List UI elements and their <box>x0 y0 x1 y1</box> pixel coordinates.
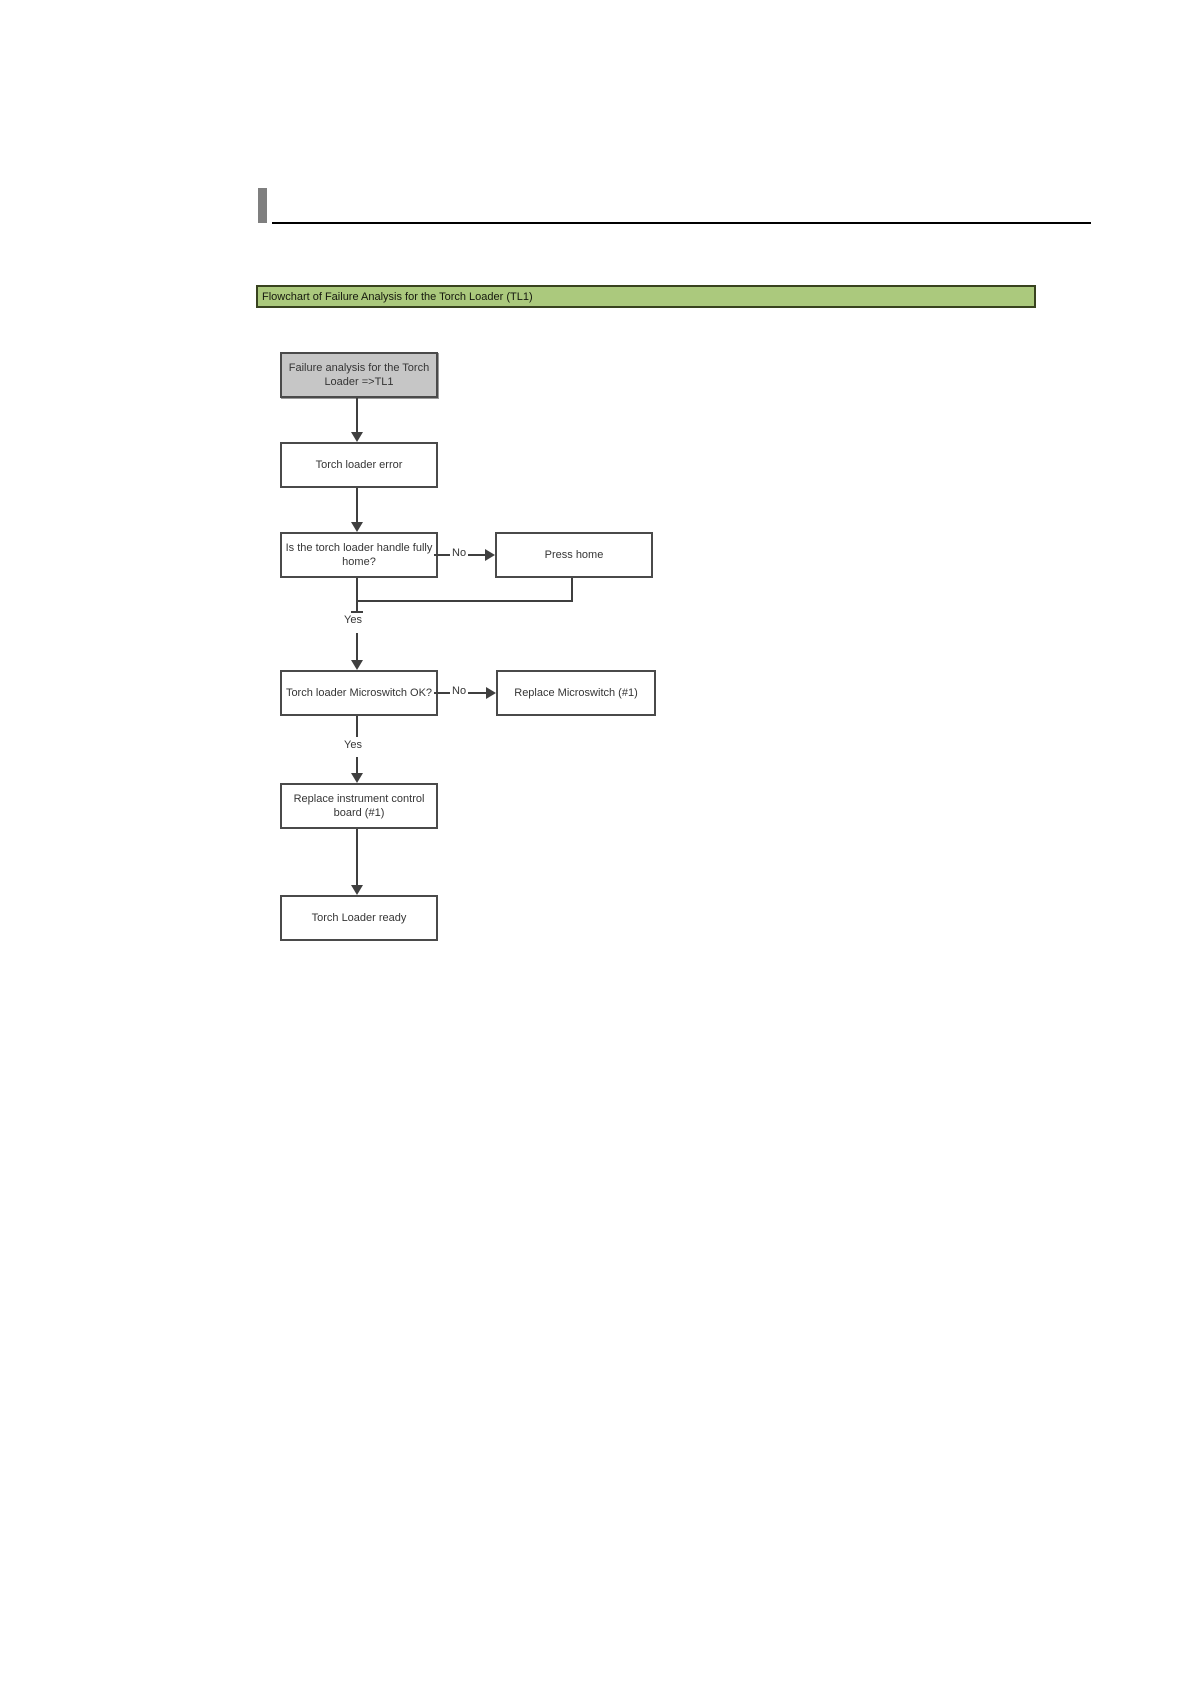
edge-start-error-arrowhead-icon <box>351 432 363 442</box>
node-handle-home-question: Is the torch loader handle fully home? <box>280 532 438 578</box>
section-header-bar <box>258 188 267 223</box>
edge-yes1-arrowhead-icon <box>351 660 363 670</box>
edge-board-ready-line <box>356 829 358 887</box>
flowchart-title-banner: Flowchart of Failure Analysis for the To… <box>256 285 1036 308</box>
node-press-home: Press home <box>495 532 653 578</box>
edge-no2-label: No <box>450 685 469 697</box>
edge-yes2-arrowhead-icon <box>351 773 363 783</box>
edge-presshome-drop-line <box>571 578 573 602</box>
edge-yes1-label: Yes <box>342 614 364 626</box>
edge-error-question-line <box>356 488 358 524</box>
edge-yes1-lower-line <box>356 633 358 662</box>
node-start: Failure analysis for the Torch Loader =>… <box>280 352 438 398</box>
edge-error-question-arrowhead-icon <box>351 522 363 532</box>
node-torch-loader-ready: Torch Loader ready <box>280 895 438 941</box>
edge-loopback-line <box>356 600 573 602</box>
edge-no2-arrowhead-icon <box>486 687 496 699</box>
edge-start-error-line <box>356 398 358 434</box>
node-replace-control-board: Replace instrument control board (#1) <box>280 783 438 829</box>
edge-yes2-label: Yes <box>342 739 364 751</box>
edge-no1-arrowhead-icon <box>485 549 495 561</box>
edge-yes1-upper-line <box>356 578 358 612</box>
edge-yes2-upper-line <box>356 716 358 737</box>
node-microswitch-question: Torch loader Microswitch OK? <box>280 670 438 716</box>
node-replace-microswitch: Replace Microswitch (#1) <box>496 670 656 716</box>
edge-board-ready-arrowhead-icon <box>351 885 363 895</box>
node-torch-loader-error: Torch loader error <box>280 442 438 488</box>
edge-yes1-tee <box>351 611 363 613</box>
section-header-rule <box>272 222 1091 224</box>
edge-no1-label: No <box>450 547 469 559</box>
flowchart-title-text: Flowchart of Failure Analysis for the To… <box>262 290 533 303</box>
edge-yes2-lower-line <box>356 757 358 775</box>
